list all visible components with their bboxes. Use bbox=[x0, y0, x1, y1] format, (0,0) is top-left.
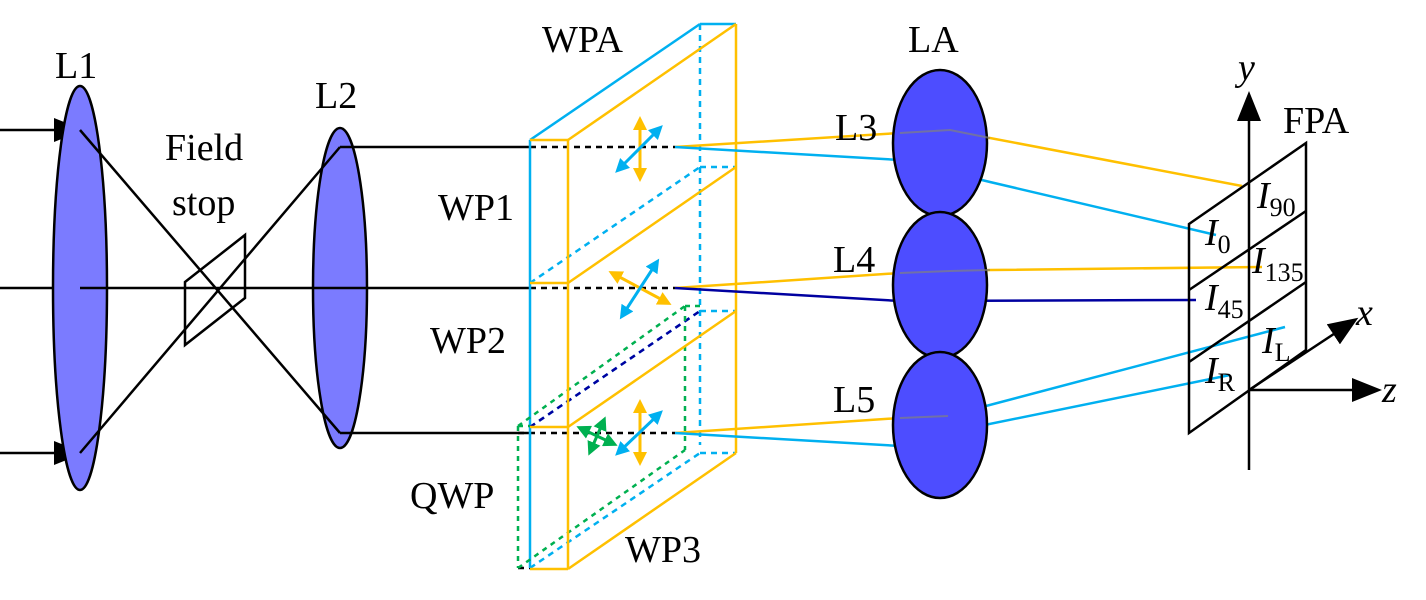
label-wp2: WP2 bbox=[430, 320, 506, 362]
lens-array bbox=[891, 68, 989, 500]
lens-l5 bbox=[891, 350, 989, 500]
label-field-stop-1: Field bbox=[165, 127, 243, 169]
label-fpa: FPA bbox=[1283, 100, 1350, 142]
intensity-il: IL bbox=[1261, 320, 1291, 367]
focal-plane-array bbox=[1187, 91, 1382, 470]
axis-y-label: y bbox=[1234, 47, 1255, 89]
lens-l3 bbox=[891, 68, 989, 218]
label-l5: L5 bbox=[833, 379, 875, 421]
label-l1: L1 bbox=[55, 45, 97, 87]
label-wpa: WPA bbox=[542, 19, 624, 61]
label-qwp: QWP bbox=[410, 475, 494, 517]
waveplate-array bbox=[516, 22, 738, 571]
intensity-i0: I0 bbox=[1204, 212, 1231, 259]
lens-l4 bbox=[891, 210, 989, 360]
polarization-arrows bbox=[576, 116, 672, 466]
axis-z-label: z bbox=[1381, 369, 1397, 411]
field-stop bbox=[183, 232, 247, 348]
label-l4: L4 bbox=[833, 239, 875, 281]
label-wp1: WP1 bbox=[438, 187, 514, 229]
label-wp3: WP3 bbox=[625, 529, 701, 571]
intensity-i90: I90 bbox=[1256, 175, 1296, 222]
label-la: LA bbox=[908, 19, 959, 61]
intensity-i135: I135 bbox=[1251, 240, 1304, 287]
label-l3: L3 bbox=[835, 107, 877, 149]
intensity-i45: I45 bbox=[1204, 277, 1244, 324]
axis-x-label: x bbox=[1355, 292, 1373, 334]
intensity-ir: IR bbox=[1204, 350, 1236, 397]
label-field-stop-2: stop bbox=[172, 182, 235, 224]
label-l2: L2 bbox=[315, 75, 357, 117]
relay-rays bbox=[79, 129, 675, 570]
